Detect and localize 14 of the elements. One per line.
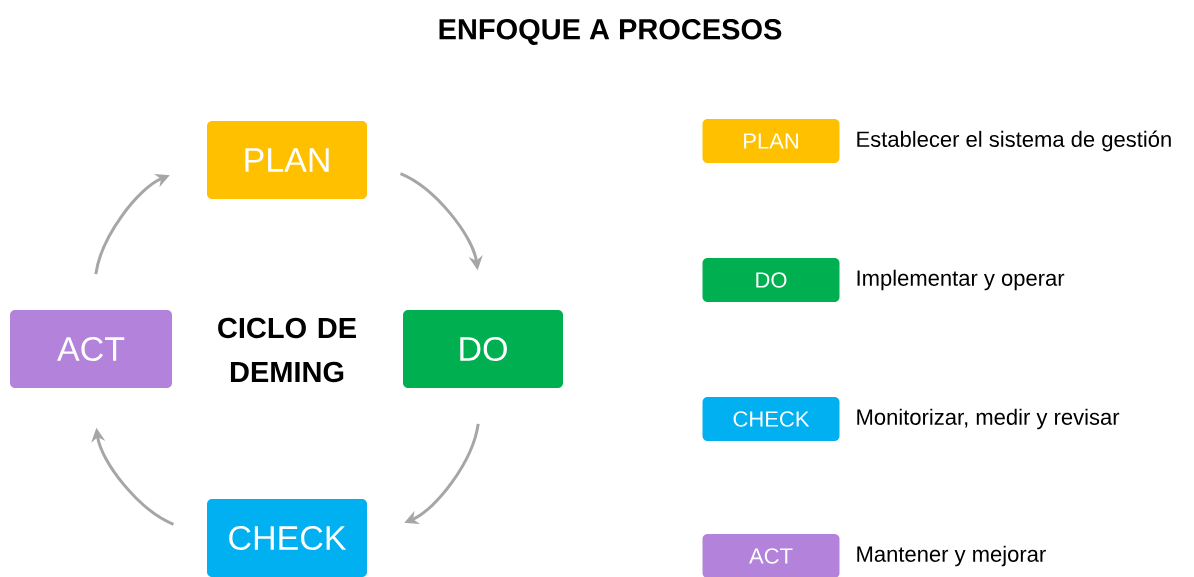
step-box: DO	[702, 258, 840, 302]
step-box: PLAN	[207, 121, 367, 199]
step-description: Monitorizar, medir y revisar	[857, 408, 1120, 430]
step-box: ACT	[702, 534, 840, 577]
cycle-label: CICLO DE DEMING	[218, 317, 356, 383]
step-box: DO	[403, 310, 563, 388]
step-description: Establecer el sistema de gestión	[857, 130, 1171, 152]
step-box: CHECK	[207, 499, 367, 577]
step-box: PLAN	[702, 119, 840, 163]
step-box: CHECK	[702, 397, 840, 441]
title: ENFOQUE A PROCESOS	[439, 19, 782, 45]
step-description: Implementar y operar	[857, 269, 1065, 291]
step-box: ACT	[10, 310, 172, 388]
step-description: Mantener y mejorar	[857, 545, 1046, 567]
